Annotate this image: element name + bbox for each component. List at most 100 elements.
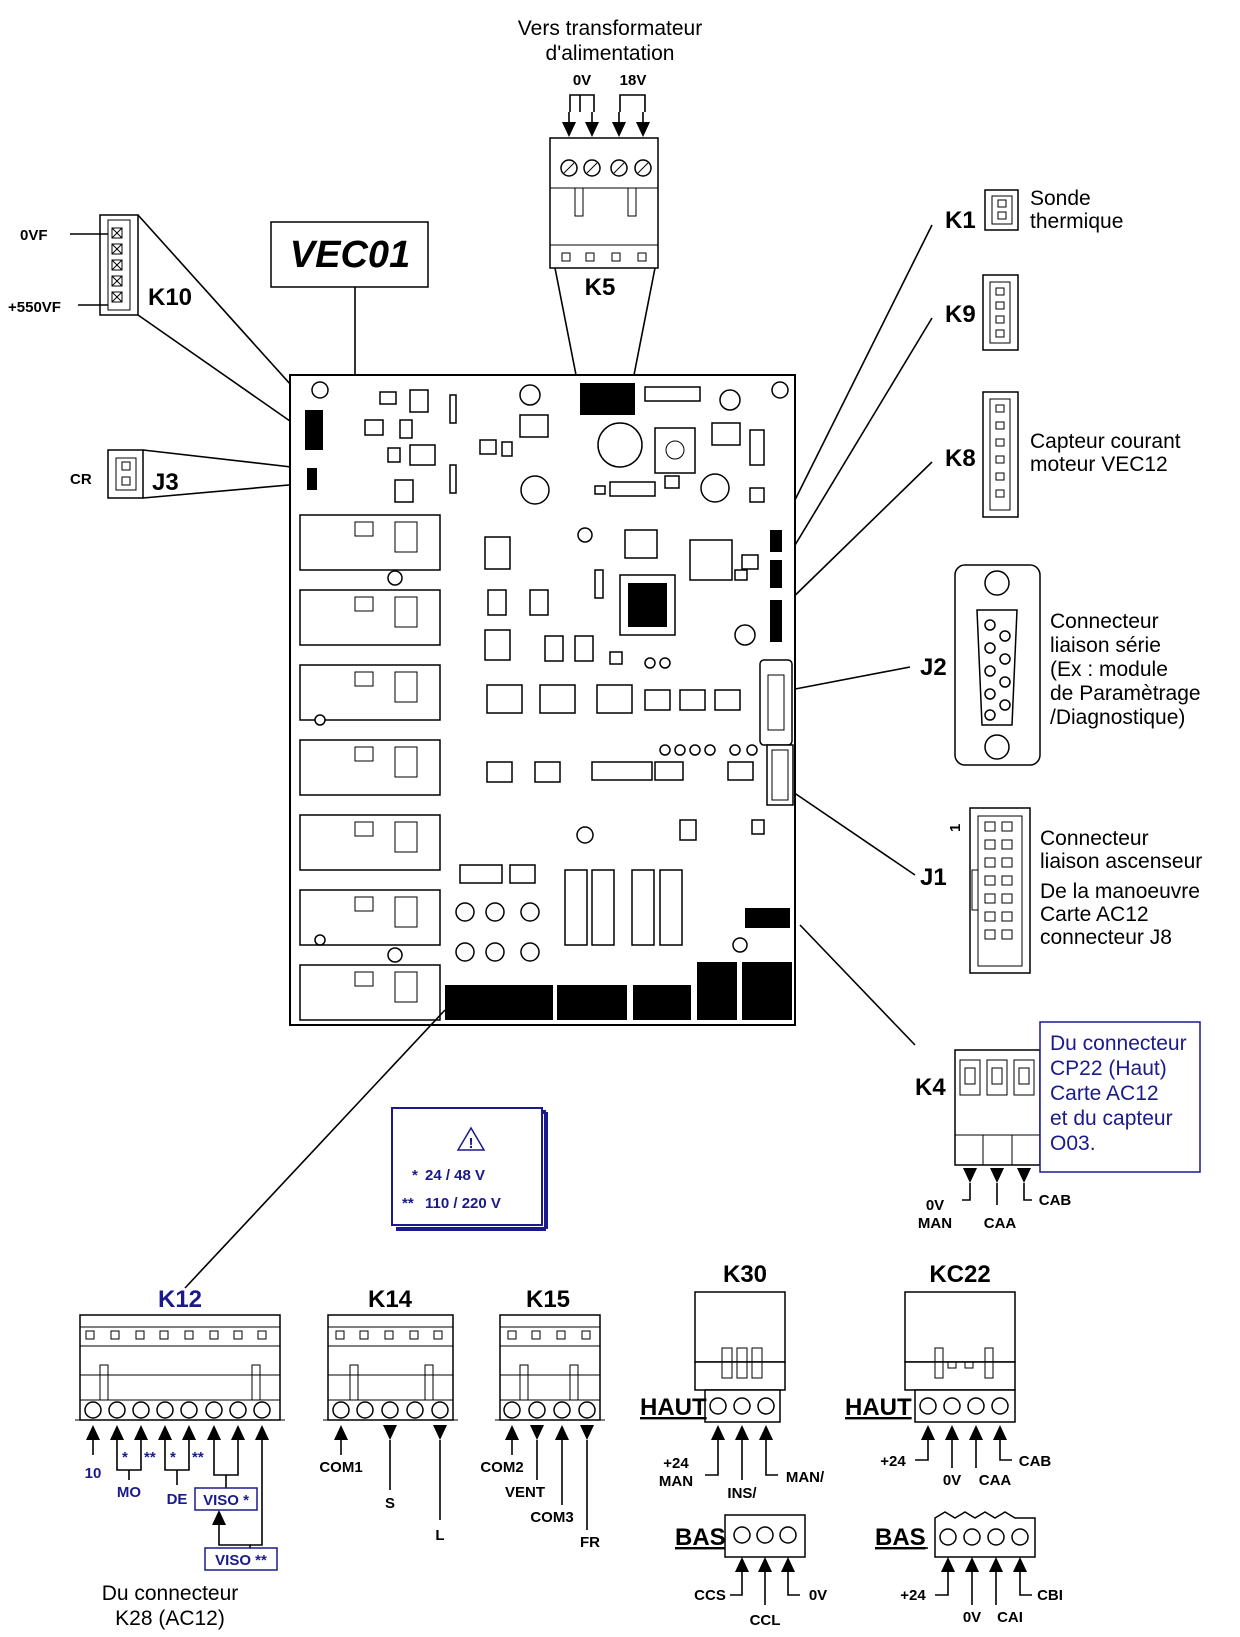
k4-note-2: CP22 (Haut) [1050, 1057, 1167, 1080]
warning-icon [456, 1126, 486, 1151]
k8-label: K8 [945, 445, 976, 472]
k4-note-5: O03. [1050, 1132, 1096, 1155]
board-title: VEC01 [290, 234, 410, 276]
k8-group: K8 Capteur courant moteur VEC12 [779, 391, 1181, 611]
transformer-header: Vers transformateur d'alimentation 0V 18… [518, 17, 702, 137]
k5-pin-0v: 0V [573, 72, 591, 89]
j3-pin-cr: CR [70, 471, 92, 488]
k12-dstar-2: ** [192, 1449, 204, 1466]
k4-label: K4 [915, 1074, 946, 1101]
k12-label: K12 [158, 1286, 202, 1313]
k15-pin-com2: COM2 [480, 1459, 523, 1476]
k12-note-2: K28 (AC12) [115, 1607, 225, 1630]
warning-line-1: 24 / 48 V [425, 1167, 485, 1184]
k4-pin-man: MAN [918, 1215, 952, 1232]
transformer-label-2: d'alimentation [546, 42, 675, 65]
serie-label-5: /Diagnostique) [1050, 706, 1185, 729]
k12-star-1: * [122, 1449, 128, 1466]
k4-note-4: et du capteur [1050, 1107, 1173, 1130]
k30-haut-label: HAUT [640, 1394, 707, 1421]
k30-pin-man: MAN [659, 1473, 693, 1490]
k15-pin-fr: FR [580, 1534, 600, 1551]
transformer-label-1: Vers transformateur [518, 17, 702, 40]
k4-note-1: Du connecteur [1050, 1032, 1187, 1055]
k12-note-1: Du connecteur [102, 1582, 239, 1605]
k1-label: K1 [945, 207, 976, 234]
serie-label-2: liaison série [1050, 634, 1161, 657]
j3-connector: CR J3 [70, 449, 301, 499]
k9-group: K9 [779, 274, 1019, 571]
k12-leader [184, 1009, 446, 1289]
k30-bas-label: BAS [675, 1524, 726, 1551]
kc22-pin-caa: CAA [979, 1472, 1012, 1489]
k5-label: K5 [585, 274, 616, 301]
kc22-label: KC22 [929, 1261, 990, 1288]
k10-label: K10 [148, 284, 192, 311]
k30-connector: K30 HAUT +24 MAN INS/ MAN/ BAS CCS CCL 0… [640, 1261, 827, 1629]
pcb-board [289, 374, 796, 1026]
warning-line-2: 110 / 220 V [425, 1195, 501, 1212]
kc22-pin-0vb: 0V [963, 1609, 981, 1626]
k10-pin-550vf: +550VF [8, 299, 61, 316]
k15-label: K15 [526, 1286, 570, 1313]
k15-connector: K15 COM2 VENT COM3 FR [480, 1286, 605, 1551]
k4-pin-0v: 0V [926, 1197, 944, 1214]
k30-pin-0v: 0V [809, 1587, 827, 1604]
capteur-label-1: Capteur courant [1030, 430, 1181, 453]
warning-star-2: ** [402, 1195, 414, 1212]
k12-star-2: * [170, 1449, 176, 1466]
serie-label-4: de Paramètrage [1050, 682, 1201, 705]
k1-group: K1 Sonde thermique [779, 187, 1123, 531]
asc-label-5: connecteur J8 [1040, 926, 1172, 949]
asc-label-3: De la manoeuvre [1040, 880, 1200, 903]
j3-label: J3 [152, 469, 179, 496]
k14-pin-s: S [385, 1495, 395, 1512]
k12-pin-viso1: VISO * [203, 1492, 249, 1509]
k9-label: K9 [945, 301, 976, 328]
k14-label: K14 [368, 1286, 413, 1313]
kc22-pin-24b: +24 [900, 1587, 926, 1604]
k30-pin-ccl: CCL [750, 1612, 781, 1629]
sonde-label-1: Sonde [1030, 187, 1091, 210]
k15-pin-com3: COM3 [530, 1509, 573, 1526]
k30-pin-man2: MAN/ [786, 1469, 825, 1486]
kc22-bas-label: BAS [875, 1524, 926, 1551]
kc22-haut-label: HAUT [845, 1394, 912, 1421]
capteur-label-2: moteur VEC12 [1030, 453, 1168, 476]
k5-pin-18v: 18V [620, 72, 647, 89]
j1-group: J1 1 Connecteur liaison ascenseur De la … [789, 789, 1202, 974]
warning-star-1: * [412, 1167, 418, 1184]
k30-pin-24: +24 [663, 1455, 689, 1472]
k10-pin-0vf: 0VF [20, 227, 48, 244]
asc-label-1: Connecteur [1040, 827, 1149, 850]
k14-connector: K14 COM1 S L [319, 1286, 458, 1544]
serie-label-1: Connecteur [1050, 610, 1159, 633]
svg-text:!: ! [469, 1135, 474, 1152]
serie-label-3: (Ex : module [1050, 658, 1168, 681]
k12-pin-mo: MO [117, 1484, 141, 1501]
asc-label-2: liaison ascenseur [1040, 850, 1202, 873]
k14-pin-com1: COM1 [319, 1459, 362, 1476]
j1-pin-1: 1 [947, 824, 964, 832]
k4-pin-caa: CAA [984, 1215, 1017, 1232]
k30-pin-ccs: CCS [694, 1587, 726, 1604]
k12-pin-10: 10 [85, 1465, 102, 1482]
j2-label: J2 [920, 654, 947, 681]
k12-pin-de: DE [167, 1491, 188, 1508]
k30-pin-ins: INS/ [727, 1485, 757, 1502]
k12-dstar-1: ** [144, 1449, 156, 1466]
kc22-connector: KC22 HAUT +24 0V CAA CAB BAS +24 [845, 1261, 1063, 1626]
k14-pin-l: L [435, 1527, 444, 1544]
k12-connector: K12 10 * ** MO * ** DE [75, 1286, 285, 1630]
k5-connector: K5 [549, 137, 659, 381]
kc22-pin-cbi: CBI [1037, 1587, 1063, 1604]
kc22-pin-24: +24 [880, 1453, 906, 1470]
j1-label: J1 [920, 864, 947, 891]
k4-pin-cab: CAB [1039, 1192, 1072, 1209]
board-title-box: VEC01 [270, 221, 429, 385]
k4-group: K4 0V MAN CAA CAB Du connecteur CP22 (Ha… [799, 924, 1201, 1232]
kc22-pin-0v: 0V [943, 1472, 961, 1489]
k4-note-3: Carte AC12 [1050, 1082, 1159, 1105]
j2-group: J2 Connecteur liaison série (Ex : module… [789, 564, 1201, 766]
